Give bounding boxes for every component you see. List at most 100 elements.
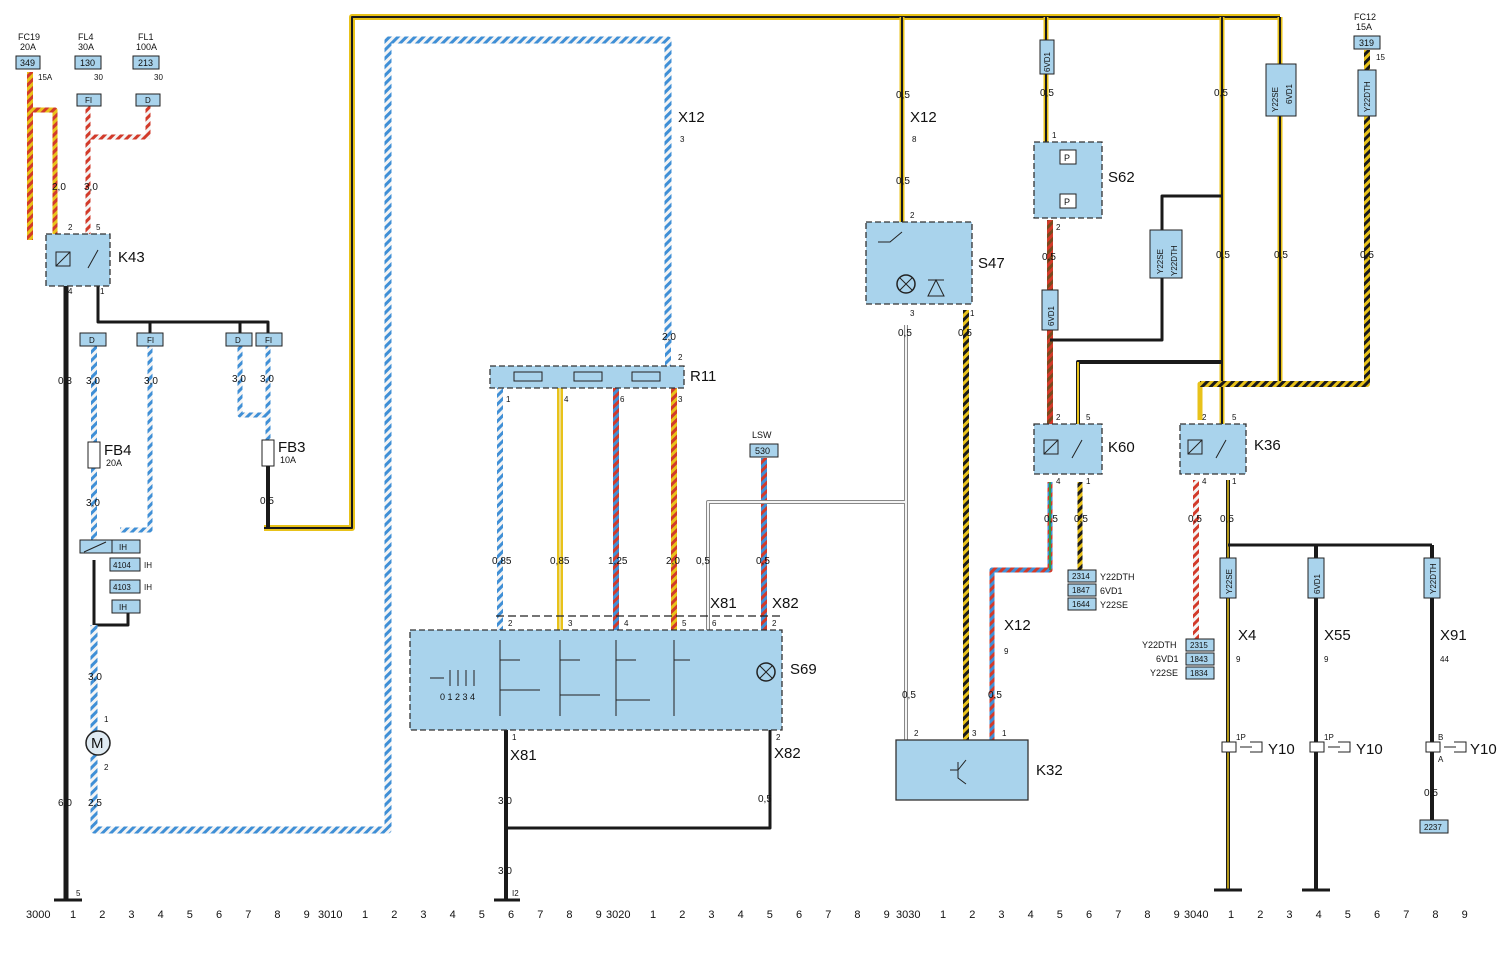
gauge: 2,5: [88, 798, 102, 809]
switch-s47: S47: [865, 221, 1005, 305]
gauge: 0,3: [58, 376, 72, 387]
gauge: 0,5: [902, 690, 916, 701]
gauge: 3,0: [232, 374, 246, 385]
variant-6vd1-low: 6VD1: [1313, 573, 1322, 594]
gauge: 0,5: [988, 690, 1002, 701]
gauge: 3,0: [144, 376, 158, 387]
ruler-digit: 6: [216, 909, 222, 921]
pin: 1: [506, 395, 511, 404]
relay-k36: K36: [1179, 423, 1281, 475]
ruler-digit: 2: [679, 909, 685, 921]
gauge: 0,85: [492, 556, 512, 567]
ruler-digit: 7: [1403, 909, 1409, 921]
lsw-code: 530: [755, 446, 770, 456]
ruler-digit: 6: [796, 909, 802, 921]
ruler-digit: 2: [1257, 909, 1263, 921]
y10-label-2: Y10: [1356, 741, 1383, 758]
x4-code-1: 1843: [1190, 655, 1208, 664]
pin: 4: [1202, 477, 1207, 486]
ruler-digit: 6: [1374, 909, 1380, 921]
variant-y22se-mid: Y22SE: [1156, 249, 1165, 274]
fuse-pin: 15: [1376, 53, 1385, 62]
ruler-digit: 9: [1174, 909, 1180, 921]
gauge: 3,0: [88, 672, 102, 683]
connector-labels: X12 X12 X12 X81 X82 X81 X82 X4 X55 X91 I…: [510, 109, 1467, 898]
ih-code-2: 4103: [113, 583, 131, 592]
fuse-fb3: FB3 10A: [261, 439, 306, 467]
ruler-digit: 7: [245, 909, 251, 921]
ruler-digit: 1: [362, 909, 368, 921]
relay-k36-label: K36: [1254, 437, 1281, 454]
k60-engine-0: Y22DTH: [1100, 572, 1135, 582]
gauge: 1,25: [608, 556, 628, 567]
pin: 2: [508, 619, 513, 628]
gauge: 0,5: [696, 556, 710, 567]
ground-code: 2237: [1424, 823, 1442, 832]
conn-fi: FI: [147, 336, 154, 345]
gauge: 2,0: [666, 556, 680, 567]
fuse-code: 349: [20, 58, 35, 68]
pin: 1: [512, 733, 517, 742]
k60-code-table: 2314 Y22DTH 1847 6VD1 1644 Y22SE: [1067, 569, 1135, 611]
pin: 5: [682, 619, 687, 628]
ruler-digit: 1: [70, 909, 76, 921]
gauge: 0,5: [758, 794, 772, 805]
ruler-digit: 9: [304, 909, 310, 921]
ruler-digit: 4: [738, 909, 744, 921]
ruler-digit: 3: [998, 909, 1004, 921]
pin: 5: [1232, 413, 1237, 422]
conn-i2: I2: [512, 889, 519, 898]
pin: 2: [1056, 223, 1061, 232]
variant-y22dth-low: Y22DTH: [1429, 563, 1438, 594]
pin: 1: [1002, 729, 1007, 738]
wire-motor: [90, 36, 672, 834]
gauge: 0,5: [1360, 250, 1374, 261]
ruler-digit: 1: [1228, 909, 1234, 921]
pin: 1: [1232, 477, 1237, 486]
pin: 5: [1086, 413, 1091, 422]
conn-x82-top: X82: [772, 595, 799, 612]
conn-fi-2: FI: [265, 336, 272, 345]
ruler-block-3000: 3000: [26, 909, 50, 921]
k60-engine-1: 6VD1: [1100, 586, 1123, 596]
fuse-fb3-rating: 10A: [280, 455, 296, 465]
fuse-pin: 15A: [38, 73, 53, 82]
lsw-terminal: LSW 530: [749, 430, 779, 458]
ruler-digit: 4: [1028, 909, 1034, 921]
ruler-digit: 3: [708, 909, 714, 921]
k60-code-1: 1847: [1072, 586, 1090, 595]
ruler-digit: 5: [187, 909, 193, 921]
ruler-digit: 8: [1432, 909, 1438, 921]
conn-x81-bottom: X81: [510, 747, 537, 764]
pin: 4: [1056, 477, 1061, 486]
switch-s69-label: S69: [790, 661, 817, 678]
k60-code-2: 1644: [1072, 600, 1090, 609]
wire-gauges: 2,0 3,0 0,3 3,0 3,0 3,0 3,0 3,0 0,5 3,0 …: [52, 88, 1438, 877]
conn-x82-bottom: X82: [774, 745, 801, 762]
fuse-rating: 15A: [1356, 22, 1372, 32]
pin: A: [1438, 755, 1444, 764]
pin: 2: [910, 211, 915, 220]
s62-p2: P: [1064, 197, 1070, 207]
wire-k43-bus: [96, 285, 270, 340]
switch-positions: 0 1 2 3 4: [440, 692, 475, 702]
conn-x91: X91: [1440, 627, 1467, 644]
ruler-digit: 9: [1462, 909, 1468, 921]
gauge: 0,5: [1188, 514, 1202, 525]
pin: 2: [104, 763, 109, 772]
pin: 5: [96, 223, 101, 232]
s62-p1: P: [1064, 153, 1070, 163]
ruler-digit: 8: [274, 909, 280, 921]
ih-code-1: 4104: [113, 561, 131, 570]
ruler-digit: 8: [566, 909, 572, 921]
gauge: 0,5: [1044, 514, 1058, 525]
x4-engine-0: Y22DTH: [1142, 640, 1177, 650]
gauge: 3,0: [260, 374, 274, 385]
pin: 3: [568, 619, 573, 628]
pin: 3: [678, 395, 683, 404]
gauge: 3,0: [86, 376, 100, 387]
conn-x12-a: X12: [678, 109, 705, 126]
x4-engine-2: Y22SE: [1150, 668, 1178, 678]
variant-y22se-low: Y22SE: [1225, 569, 1234, 594]
